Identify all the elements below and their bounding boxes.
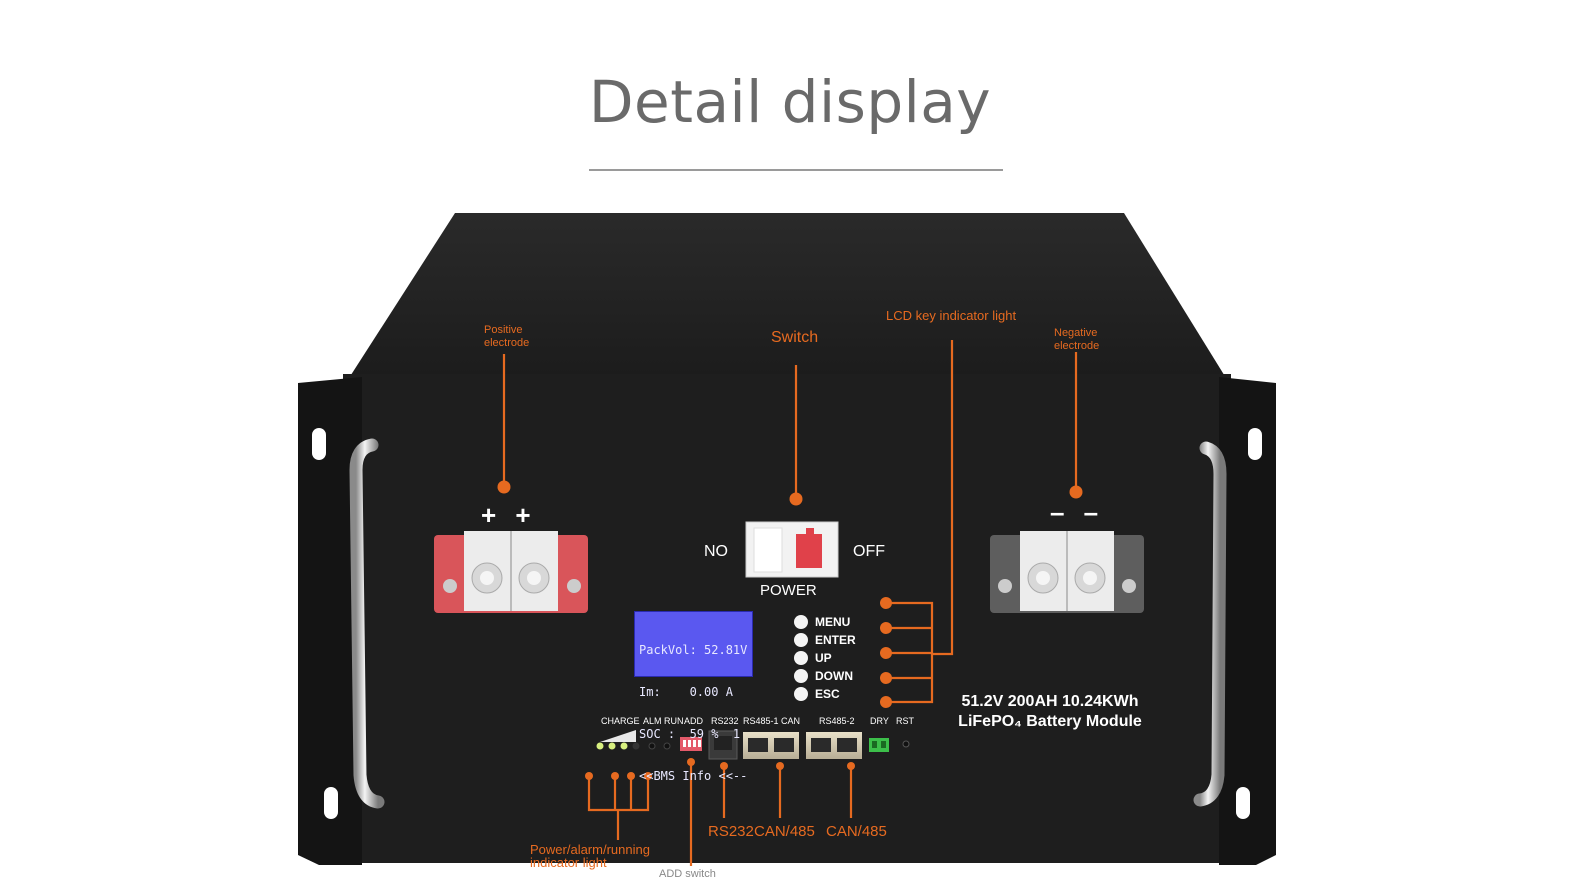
add-port-label: ADD bbox=[684, 716, 704, 726]
lcd-keys bbox=[794, 615, 808, 701]
negative-label-line1: Negative bbox=[1054, 327, 1098, 339]
dry-label: DRY bbox=[870, 716, 889, 726]
indicator-label-line1: Power/alarm/running bbox=[530, 842, 650, 857]
negative-label-line2: electrode bbox=[1054, 340, 1100, 352]
lcd-key-indicator-label: LCD key indicator light bbox=[886, 308, 1017, 323]
up-key bbox=[794, 651, 808, 665]
title-divider bbox=[589, 169, 1003, 171]
ear-slot-left-top bbox=[312, 428, 326, 460]
positive-signs: + + bbox=[481, 500, 537, 530]
menu-key-label: MENU bbox=[815, 615, 851, 629]
lcd-screen: PackVol: 52.81V Im: 0.00 A SOC : 59 % 1 … bbox=[634, 611, 753, 783]
switch-label: Switch bbox=[771, 329, 819, 346]
indicator-light-label: Power/alarm/running indicator light bbox=[530, 843, 650, 869]
positive-label-line2: electrode bbox=[484, 337, 530, 349]
rack-ear-right bbox=[1219, 377, 1276, 865]
positive-label-line1: Positive bbox=[484, 324, 523, 336]
breaker-right-label: OFF bbox=[853, 543, 885, 560]
add-switch-label: ADD switch bbox=[659, 868, 716, 880]
spec-chemistry: LiFePO₄ Battery Module bbox=[958, 713, 1142, 730]
rs485-2-label: RS485-2 bbox=[819, 716, 855, 726]
add-dip-switch bbox=[680, 737, 702, 751]
ear-slot-left-bottom bbox=[324, 787, 338, 819]
handle-left bbox=[349, 438, 385, 809]
negative-terminal bbox=[990, 531, 1144, 613]
rs485-2-ports bbox=[806, 732, 862, 759]
down-key bbox=[794, 669, 808, 683]
rs485-1-can-ports bbox=[743, 732, 799, 759]
callout-lines bbox=[502, 340, 1078, 866]
menu-key bbox=[794, 615, 808, 629]
esc-key bbox=[794, 687, 808, 701]
enter-key bbox=[794, 633, 808, 647]
callout-dots bbox=[497, 480, 1083, 780]
rst-label: RST bbox=[896, 716, 914, 726]
page-title: Detail display bbox=[588, 68, 992, 136]
negative-signs: – – bbox=[1050, 497, 1105, 527]
power-label: POWER bbox=[760, 582, 817, 599]
rs232-callout: RS232 bbox=[708, 823, 754, 840]
spec-voltage-capacity: 51.2V 200AH 10.24KWh bbox=[961, 693, 1139, 710]
dry-contact bbox=[869, 738, 889, 752]
lcd-line-1: PackVol: 52.81V bbox=[639, 643, 748, 657]
ear-slot-right-bottom bbox=[1236, 787, 1250, 819]
enter-key-label: ENTER bbox=[815, 633, 856, 647]
indicator-label-line2: indicator light bbox=[530, 855, 607, 870]
chassis-top bbox=[349, 213, 1226, 378]
front-panel bbox=[343, 374, 1231, 863]
rst-button bbox=[902, 740, 910, 748]
rs485-1-can-label: RS485-1 CAN bbox=[743, 716, 801, 726]
can485-callout-a: CAN/485 bbox=[754, 823, 815, 840]
rs232-port-label: RS232 bbox=[711, 716, 739, 726]
lcd-line-2: Im: 0.00 A bbox=[639, 685, 733, 699]
lcd-line-4: <<BMS Info <<-- bbox=[639, 769, 748, 783]
alm-run-label: ALM RUN bbox=[643, 716, 684, 726]
rs232-port bbox=[708, 730, 738, 760]
positive-electrode-label: Positive electrode bbox=[484, 324, 529, 350]
breaker-left-label: NO bbox=[704, 543, 728, 560]
down-key-label: DOWN bbox=[815, 669, 853, 683]
lcd-line-3: SOC : 59 % 1 bbox=[639, 727, 741, 741]
up-key-label: UP bbox=[815, 651, 832, 665]
negative-electrode-label: Negative electrode bbox=[1054, 327, 1099, 353]
rack-ear-left bbox=[298, 377, 362, 865]
status-leds bbox=[596, 730, 671, 750]
can485-callout-b: CAN/485 bbox=[826, 823, 887, 840]
esc-key-label: ESC bbox=[815, 687, 840, 701]
ear-slot-right-top bbox=[1248, 428, 1262, 460]
charge-port-label: CHARGE bbox=[601, 716, 640, 726]
handle-right bbox=[1193, 441, 1227, 807]
power-breaker bbox=[745, 521, 839, 578]
positive-terminal bbox=[434, 531, 588, 613]
